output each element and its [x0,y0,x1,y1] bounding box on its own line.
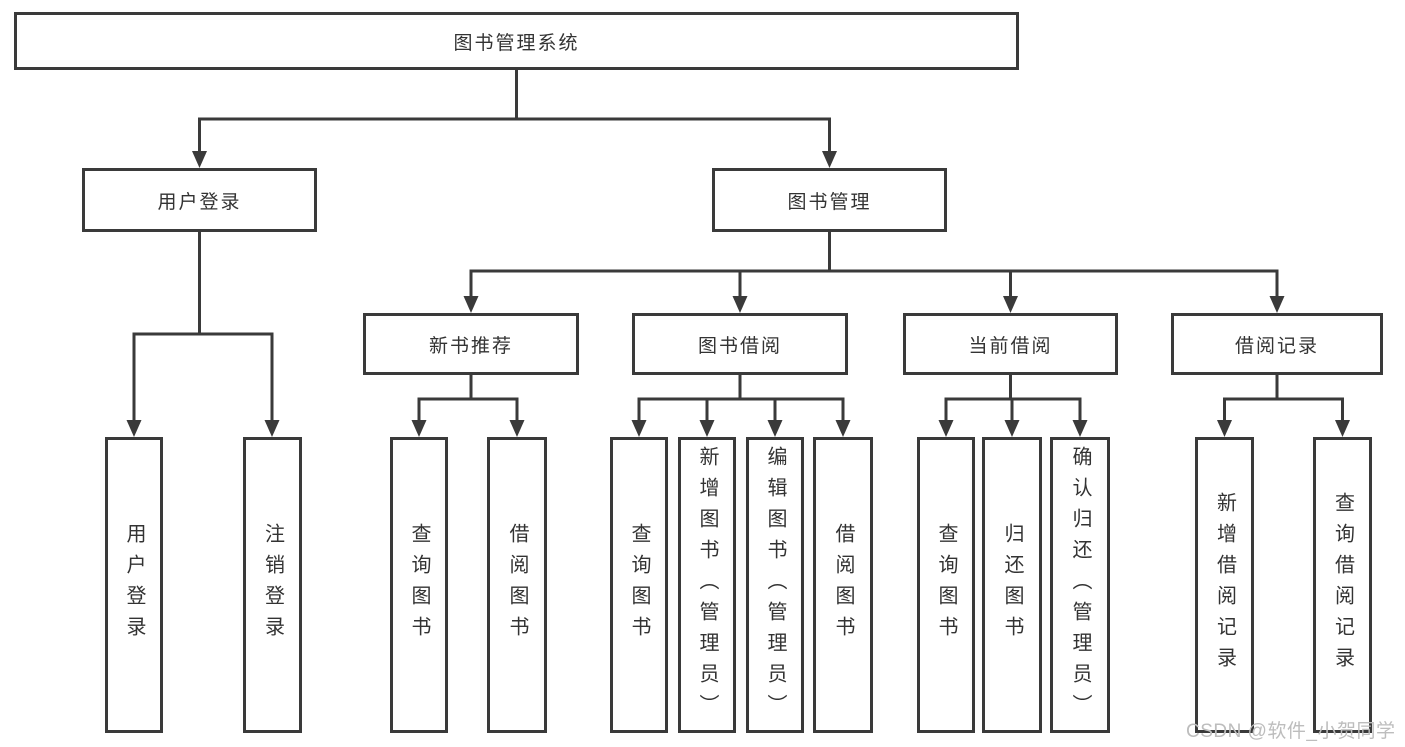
leaf-add-borrow-record: 新增借阅记录 [1195,437,1254,733]
leaf-logout-label: 注销登录 [261,523,284,647]
leaf-confirm-return-admin-label: 确认归还（管理员） [1069,445,1091,725]
leaf-user-login: 用户登录 [105,437,163,733]
leaf-query-books-newbook-label: 查询图书 [408,523,430,647]
leaf-query-books-current: 查询图书 [917,437,975,733]
node-current-borrow: 当前借阅 [903,313,1118,375]
leaf-add-books-admin-label: 新增图书（管理员） [696,445,718,725]
node-new-book-recommend: 新书推荐 [363,313,579,375]
leaf-user-login-label: 用户登录 [123,523,145,647]
node-user-login-label: 用户登录 [157,191,242,213]
leaf-edit-books-admin-label: 编辑图书（管理员） [764,445,786,725]
leaf-add-books-admin: 新增图书（管理员） [678,437,736,733]
leaf-query-books-newbook: 查询图书 [390,437,448,733]
node-borrow-records-label: 借阅记录 [1234,335,1319,357]
leaf-confirm-return-admin: 确认归还（管理员） [1050,437,1110,733]
leaf-borrow-books-label: 借阅图书 [832,523,854,647]
leaf-return-books: 归还图书 [982,437,1042,733]
leaf-logout: 注销登录 [243,437,302,733]
node-current-borrow-label: 当前借阅 [968,335,1053,357]
node-book-management: 图书管理 [712,168,947,232]
node-borrow-records: 借阅记录 [1171,313,1383,375]
node-book-management-label: 图书管理 [787,191,872,213]
leaf-edit-books-admin: 编辑图书（管理员） [746,437,804,733]
leaf-return-books-label: 归还图书 [1001,523,1023,647]
node-library-system-label: 图书管理系统 [453,32,580,54]
node-library-system: 图书管理系统 [14,12,1019,70]
leaf-query-books-borrow: 查询图书 [610,437,668,733]
leaf-borrow-books-newbook-label: 借阅图书 [506,523,528,647]
leaf-borrow-books-newbook: 借阅图书 [487,437,547,733]
watermark: CSDN @软件_小贺同学 [1186,721,1396,742]
node-new-book-recommend-label: 新书推荐 [428,335,513,357]
leaf-add-borrow-record-label: 新增借阅记录 [1213,492,1236,678]
leaf-query-books-current-label: 查询图书 [935,523,957,647]
leaf-query-books-borrow-label: 查询图书 [628,523,650,647]
node-book-borrow: 图书借阅 [632,313,848,375]
node-user-login: 用户登录 [82,168,317,232]
leaf-borrow-books: 借阅图书 [813,437,873,733]
leaf-query-borrow-record: 查询借阅记录 [1313,437,1372,733]
leaf-query-borrow-record-label: 查询借阅记录 [1331,492,1354,678]
node-book-borrow-label: 图书借阅 [697,335,782,357]
